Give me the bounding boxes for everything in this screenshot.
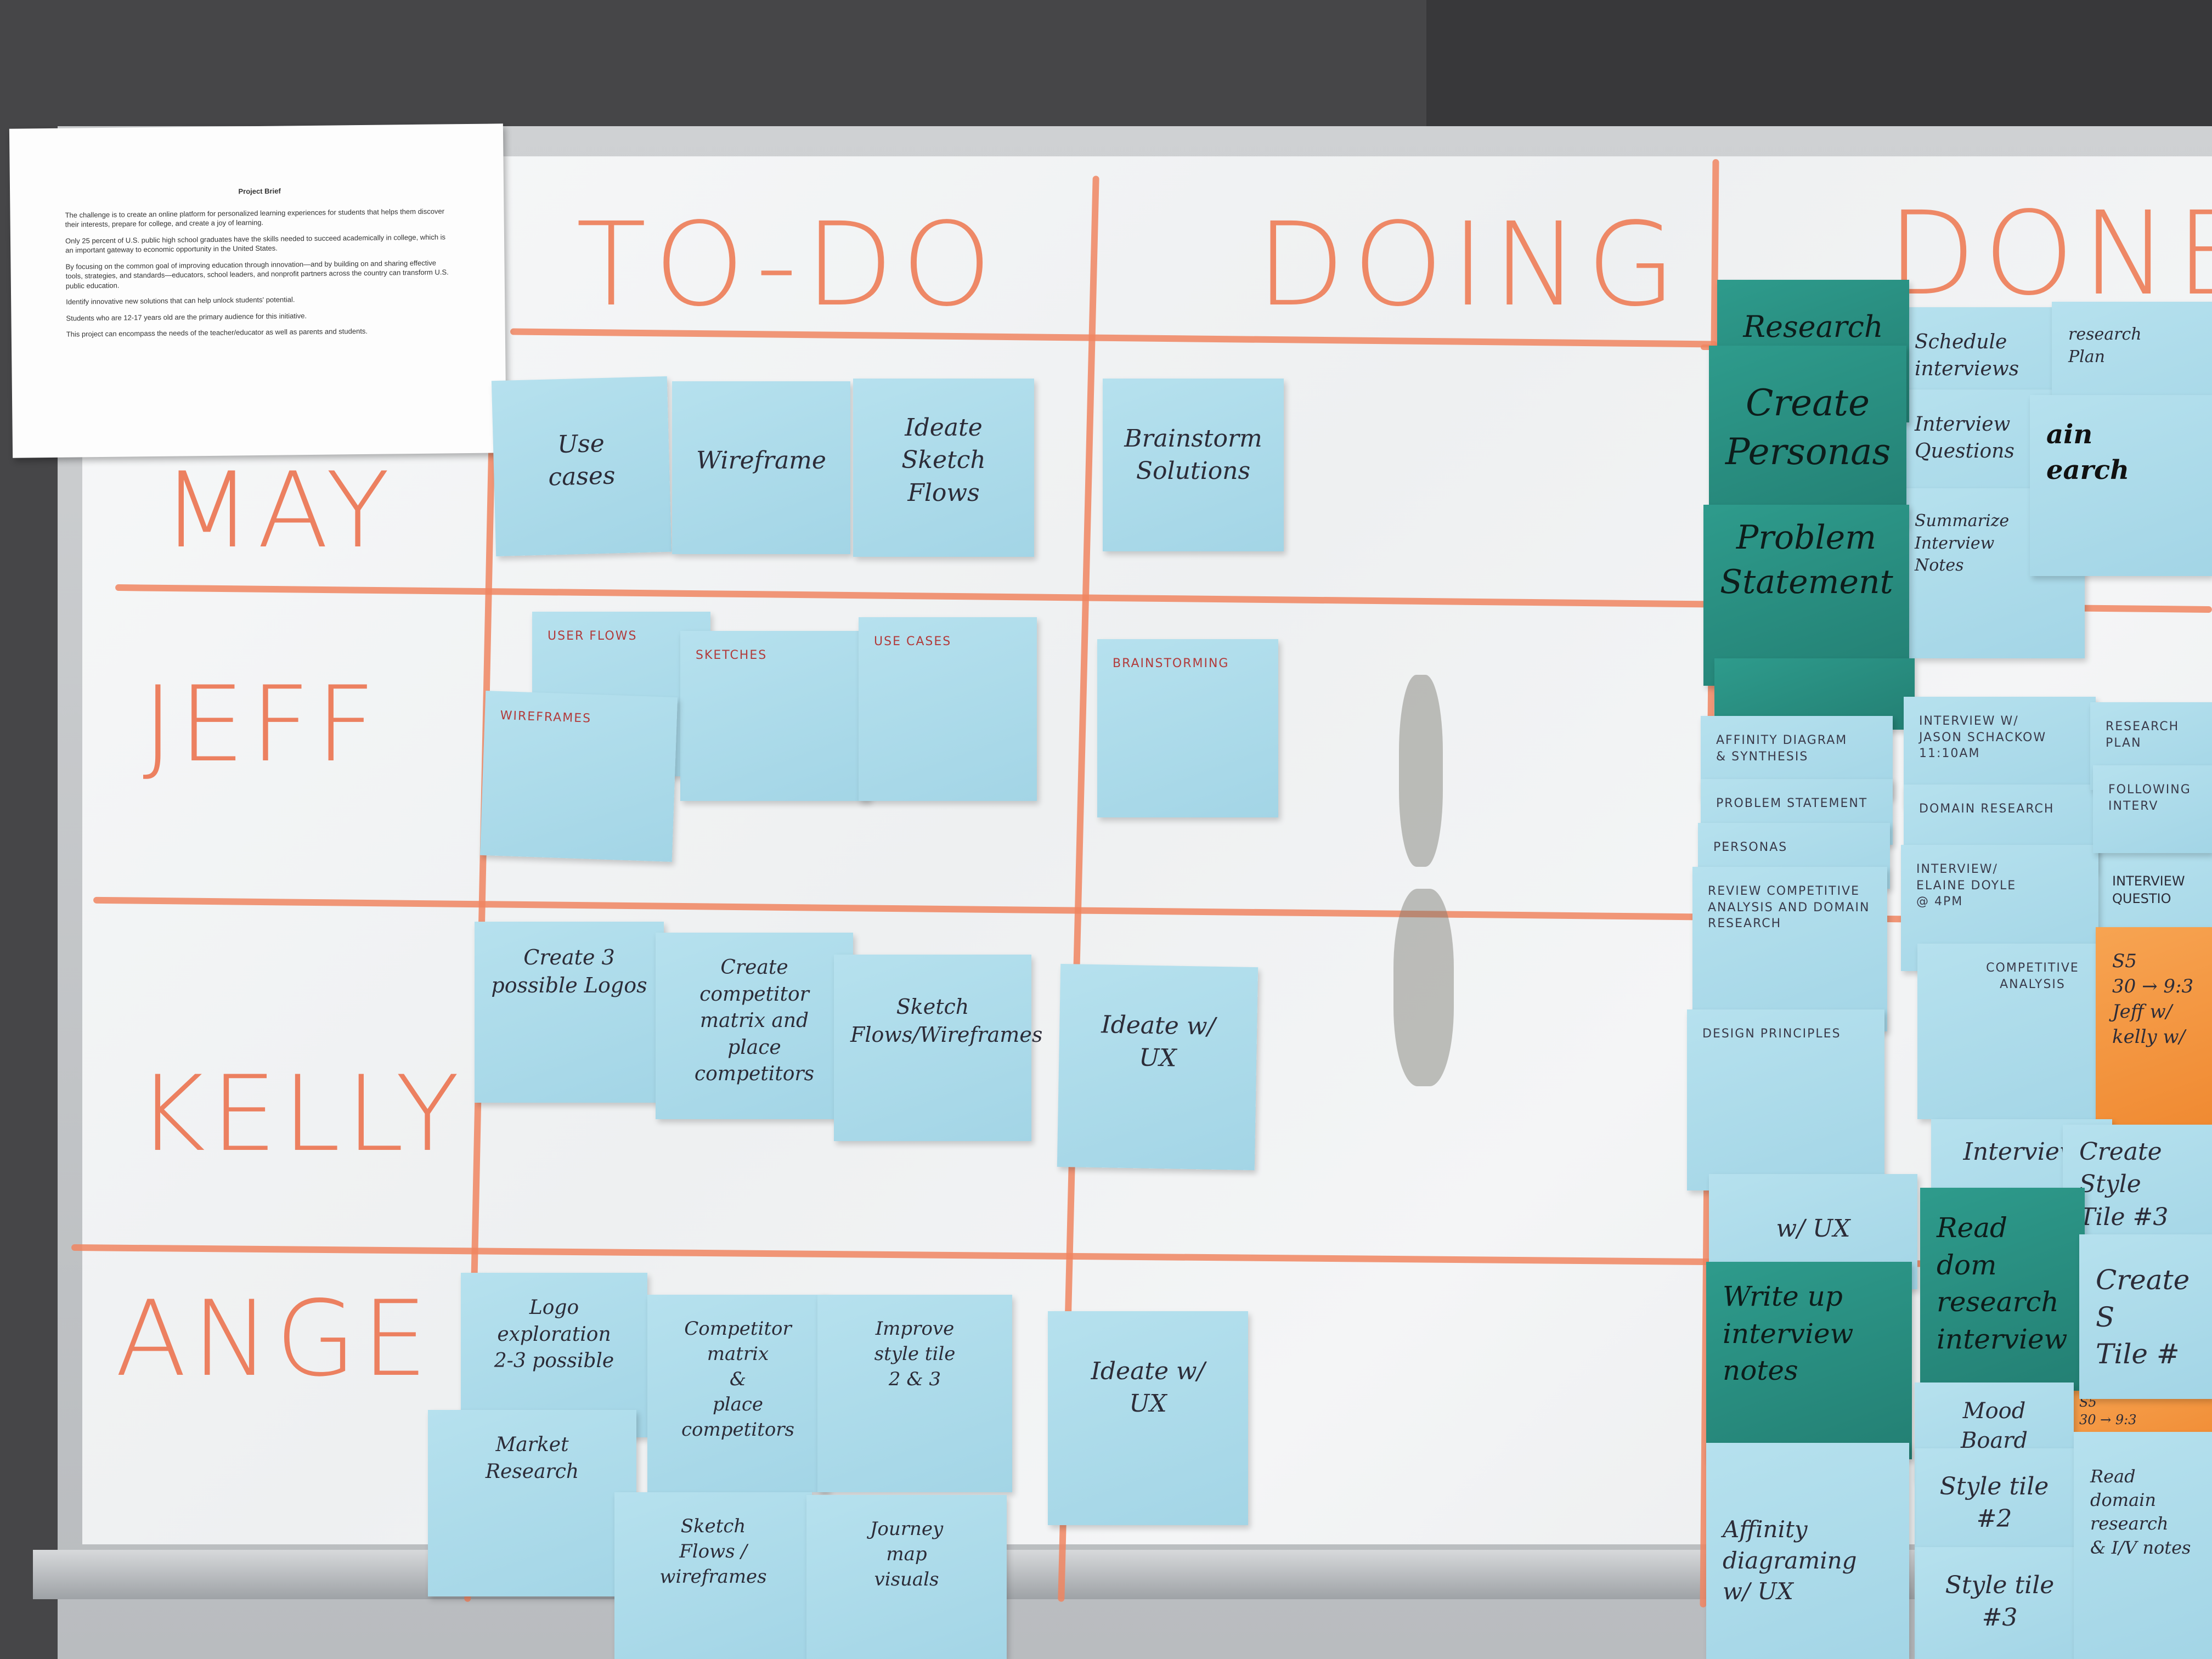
sticky-note[interactable]: Create competitor matrix and place compe… xyxy=(656,933,853,1119)
sticky-note[interactable]: Market Research xyxy=(428,1410,636,1596)
row-label-jeff: JEFF xyxy=(143,664,381,785)
sticky-note[interactable]: Style tile #3 xyxy=(1915,1547,2085,1659)
project-brief-paragraph: Only 25 percent of U.S. public high scho… xyxy=(65,233,446,255)
sticky-note[interactable]: Wireframe xyxy=(672,381,850,554)
sticky-note[interactable]: USE CASES xyxy=(859,617,1037,801)
column-header-doing: DOING xyxy=(1256,198,1684,332)
sticky-note[interactable]: Affinity diagraming w/ UX xyxy=(1706,1443,1909,1659)
row-label-kelly: KELLY xyxy=(137,1053,465,1175)
sticky-note[interactable]: FOLLOWING INTERV xyxy=(2093,765,2212,853)
sticky-note[interactable]: ain earch xyxy=(2030,395,2212,576)
sticky-note[interactable]: WIREFRAMES xyxy=(479,690,678,862)
sticky-note[interactable]: Competitor matrix & place competitors xyxy=(647,1295,828,1492)
sticky-note[interactable]: BRAINSTORMING xyxy=(1097,639,1278,817)
sticky-note[interactable]: SKETCHES xyxy=(680,631,870,801)
sticky-note[interactable]: Create 3 possible Logos xyxy=(475,922,664,1103)
project-brief-paragraph: Identify innovative new solutions that c… xyxy=(66,295,295,307)
column-header-todo: TO-DO xyxy=(576,198,1000,332)
sticky-note[interactable]: Journey map visuals xyxy=(806,1495,1007,1659)
sticky-note[interactable]: Create Personas xyxy=(1709,346,1906,527)
row-label-ange: ANGE xyxy=(115,1278,433,1400)
sticky-note[interactable]: Improve style tile 2 & 3 xyxy=(817,1295,1012,1492)
water-stain xyxy=(1399,675,1443,867)
sticky-note[interactable]: Write up interview notes xyxy=(1706,1262,1912,1459)
sticky-note[interactable]: Ideate w/ UX xyxy=(1057,963,1259,1171)
sticky-note[interactable]: Ideate Sketch Flows xyxy=(853,379,1034,557)
project-brief-sheet: Project Brief The challenge is to create… xyxy=(9,123,507,458)
sticky-note[interactable]: Create S Tile # xyxy=(2079,1234,2212,1399)
column-header-done: DONE xyxy=(1887,187,2212,321)
sticky-note[interactable]: Brainstorm Solutions xyxy=(1103,379,1284,551)
sticky-note[interactable]: S5 30 → 9:3 Jeff w/ kelly w/ xyxy=(2096,927,2212,1125)
sticky-note[interactable]: REVIEW COMPETITIVE ANALYSIS AND DOMAIN R… xyxy=(1692,867,1887,1031)
project-brief-paragraph: The challenge is to create an online pla… xyxy=(65,206,445,229)
row-label-may: MAY xyxy=(162,450,396,571)
project-brief-paragraph: By focusing on the common goal of improv… xyxy=(65,258,449,290)
sticky-note[interactable]: Problem Statement xyxy=(1703,505,1909,686)
sticky-note[interactable]: Use cases xyxy=(491,376,672,557)
sticky-note[interactable]: Sketch Flows/Wireframes xyxy=(834,955,1042,1141)
water-stain xyxy=(1393,889,1454,1086)
sticky-note[interactable]: Read dom research interview xyxy=(1920,1188,2085,1391)
sticky-note[interactable]: Ideate w/ UX xyxy=(1048,1311,1248,1525)
sticky-note[interactable]: Read domain research & I/V notes xyxy=(2074,1432,2212,1659)
sticky-note[interactable]: Sketch Flows / wireframes xyxy=(614,1492,812,1659)
project-brief-paragraph: Students who are 12-17 years old are the… xyxy=(66,311,307,323)
project-brief-paragraph: This project can encompass the needs of … xyxy=(66,327,368,339)
project-brief-title: Project Brief xyxy=(238,187,281,196)
sticky-note[interactable]: DESIGN PRINCIPLES xyxy=(1687,1009,1884,1190)
